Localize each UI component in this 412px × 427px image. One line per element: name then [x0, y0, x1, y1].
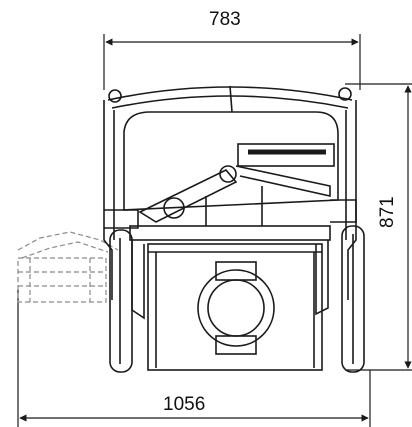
- dimension-label-width-bottom: 1056: [163, 394, 206, 415]
- dimension-line-top: [103, 34, 361, 90]
- dimension-line-bottom: [17, 290, 371, 427]
- dimension-line-right: [345, 83, 412, 371]
- dimension-label-width-top: 783: [209, 9, 241, 30]
- dashed-side-part: [17, 231, 119, 303]
- dimension-label-height-right: 871: [377, 196, 398, 228]
- machine-body: [103, 85, 365, 373]
